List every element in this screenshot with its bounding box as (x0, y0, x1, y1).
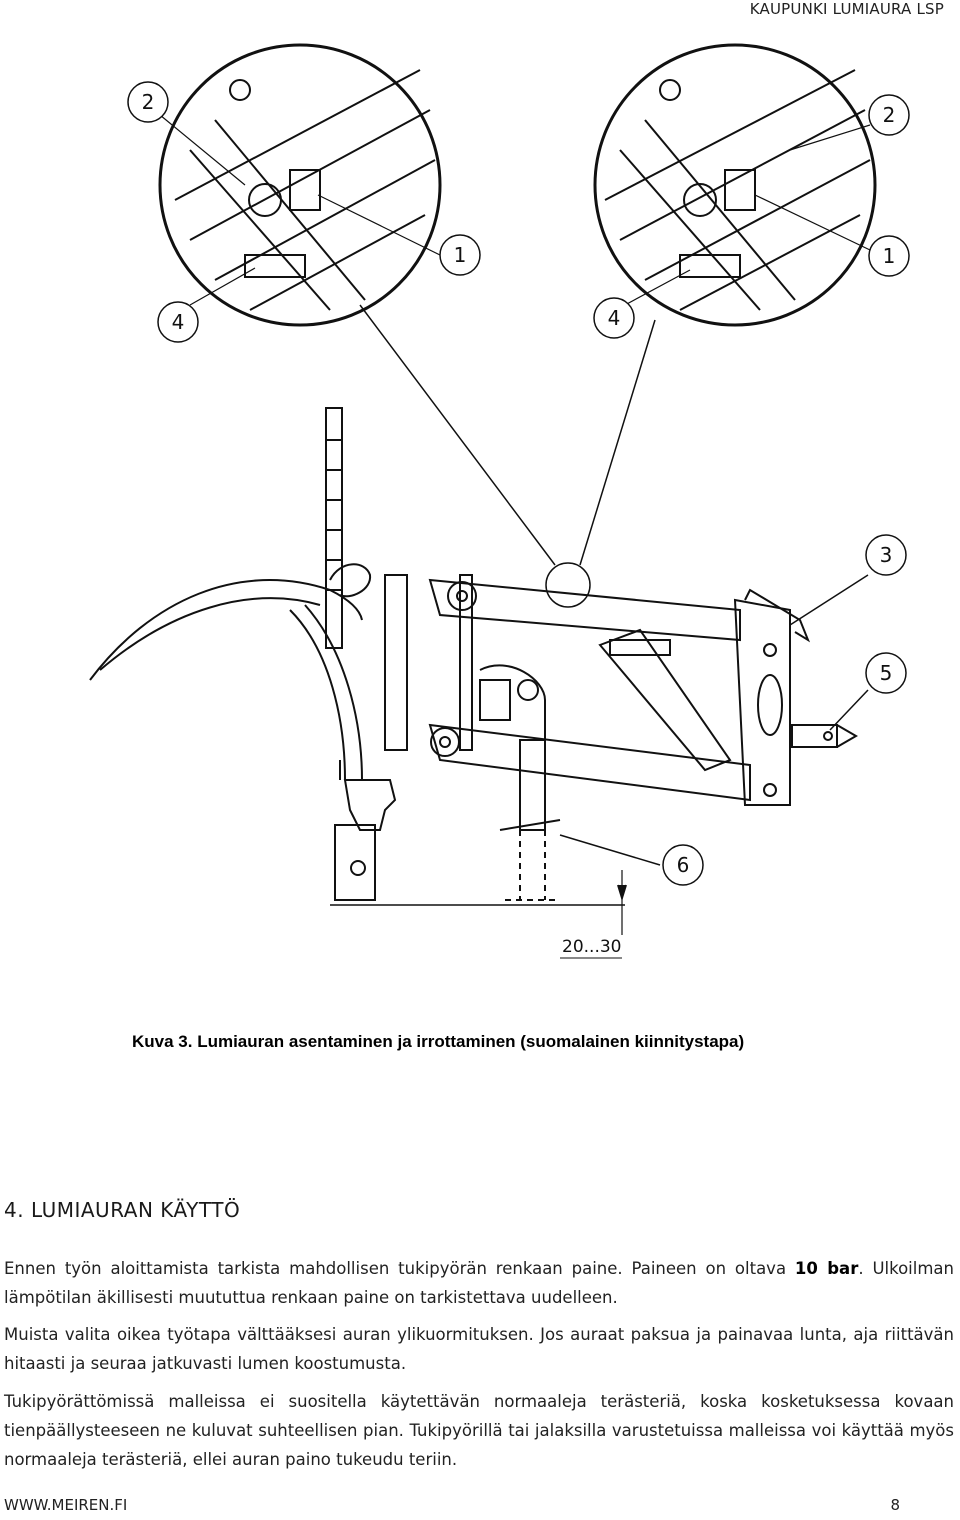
figure-caption: Kuva 3. Lumiauran asentaminen ja irrotta… (132, 1032, 745, 1051)
callout-label: 5 (880, 661, 893, 685)
pressure-value: 10 bar (794, 1259, 859, 1278)
page-number: 8 (890, 1496, 900, 1514)
page-header: KAUPUNKI LUMIAURA LSP (749, 0, 944, 18)
section-heading: 4. LUMIAURAN KÄYTTÖ (4, 1198, 241, 1222)
paragraph-work-mode: Muista valita oikea työtapa välttääksesi… (4, 1325, 954, 1373)
footer-url: WWW.MEIREN.FI (4, 1496, 128, 1514)
paragraph-text: Ennen työn aloittamista tarkista mahdoll… (4, 1259, 795, 1278)
support-leg-dashed (505, 830, 560, 901)
callout-label: 2 (142, 90, 155, 114)
callout-label: 2 (883, 103, 896, 127)
callout-label: 4 (172, 310, 185, 334)
paragraph-tire-pressure: Ennen työn aloittamista tarkista mahdoll… (4, 1254, 954, 1312)
plow-mounting-drawing: 2 1 4 2 1 4 3 5 6 20...30 (89, 43, 910, 959)
paragraph-blades: Tukipyörättömissä malleissa ei suositell… (4, 1392, 954, 1469)
marker-rod (325, 407, 343, 649)
dimension-label: 20...30 (562, 937, 621, 957)
plow-blade (89, 563, 372, 781)
callout-label: 1 (454, 243, 467, 267)
callout-label: 6 (677, 853, 690, 877)
detail-view-left (158, 43, 442, 327)
callout-label: 4 (608, 306, 621, 330)
detail-view-right (593, 43, 877, 327)
lower-bracket (334, 760, 397, 901)
paragraph-text: . Ulkoilman lämpötilan äkillisesti muutu… (4, 1259, 954, 1307)
callout-label: 3 (880, 543, 893, 567)
mounting-frame (384, 574, 858, 831)
callout-label: 1 (883, 244, 896, 268)
